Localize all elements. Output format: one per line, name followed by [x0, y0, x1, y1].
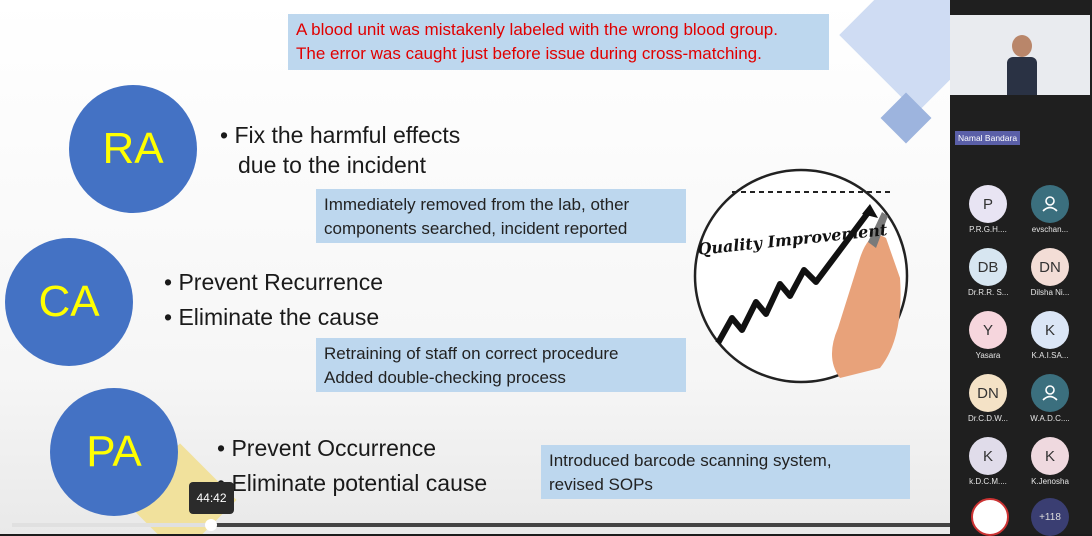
participant-tile[interactable]: Y Yasara	[968, 311, 1008, 360]
participant-avatar: P	[969, 185, 1007, 223]
participant-tile[interactable]: K K.A.I.SA...	[1030, 311, 1070, 360]
quality-improvement-illustration	[693, 168, 909, 384]
ra-bullets: • Fix the harmful effects due to the inc…	[220, 121, 460, 181]
participant-name: K.Jenosha	[1031, 477, 1069, 486]
participant-name: Yasara	[975, 351, 1001, 360]
participant-avatar: Y	[969, 311, 1007, 349]
incident-alert-box: A blood unit was mistakenly labeled with…	[288, 14, 829, 70]
alert-line-2: The error was caught just before issue d…	[296, 43, 762, 63]
participant-tile[interactable]: K K.Jenosha	[1030, 437, 1070, 486]
participant-name: K.A.I.SA...	[1031, 351, 1069, 360]
participant-tile[interactable]: DB Dr.R.R. S...	[968, 248, 1008, 297]
ra-action-box: Immediately removed from the lab, other …	[316, 189, 686, 243]
participant-name: Dilsha Ni...	[1030, 288, 1070, 297]
person-icon	[1031, 374, 1069, 412]
ra-bullet-1: • Fix the harmful effects	[220, 122, 461, 148]
ca-action-line-2: Added double-checking process	[324, 367, 566, 387]
pa-action-line-2: revised SOPs	[549, 474, 653, 494]
speaker-video[interactable]	[950, 15, 1090, 95]
participants-panel: Namal Bandara P P.R.G.H.... evschan... DB Dr…	[950, 0, 1092, 536]
participant-avatar: DN	[969, 374, 1007, 412]
participant-logo	[971, 498, 1009, 536]
ra-action-line-1: Immediately removed from the lab, other	[324, 195, 630, 214]
ca-label: CA	[38, 277, 100, 326]
pa-action-box: Introduced barcode scanning system, revi…	[541, 445, 910, 499]
presentation-slide: A blood unit was mistakenly labeled with…	[0, 0, 950, 534]
alert-line-1: A blood unit was mistakenly labeled with…	[296, 20, 778, 39]
participant-tile[interactable]: DN Dilsha Ni...	[1030, 248, 1070, 297]
participant-avatar: DB	[969, 248, 1007, 286]
speaker-figure	[1007, 35, 1037, 95]
ca-action-line-1: Retraining of staff on correct procedure	[324, 344, 619, 363]
participant-tile[interactable]: P P.R.G.H....	[968, 185, 1008, 234]
ca-bullet-1: • Prevent Recurrence	[164, 269, 383, 295]
timestamp-tooltip: 44:42	[189, 482, 234, 514]
participant-avatar: DN	[1031, 248, 1069, 286]
ra-circle: RA	[69, 85, 197, 213]
participant-name: P.R.G.H....	[969, 225, 1007, 234]
ca-bullet-2: • Eliminate the cause	[164, 303, 380, 330]
participant-tile[interactable]: DN Dr.C.D.W...	[968, 374, 1008, 423]
speaker-name-tag: Namal Bandara	[955, 131, 1021, 145]
pa-bullets: • Prevent Occurrence • Eliminate potenti…	[217, 431, 487, 500]
participant-name: Dr.C.D.W...	[968, 414, 1008, 423]
ra-label: RA	[102, 124, 164, 173]
participant-name: Dr.R.R. S...	[968, 288, 1008, 297]
pa-label: PA	[86, 427, 142, 476]
participant-avatar: K	[969, 437, 1007, 475]
participant-tile[interactable]: evschan...	[1030, 185, 1070, 234]
ca-bullets: • Prevent Recurrence • Eliminate the cau…	[164, 265, 383, 334]
deco-diamond-large	[839, 0, 950, 113]
ca-action-box: Retraining of staff on correct procedure…	[316, 338, 686, 392]
video-progress-bar[interactable]	[12, 523, 950, 527]
person-icon	[1031, 185, 1069, 223]
participant-avatar: K	[1031, 437, 1069, 475]
participant-name: W.A.D.C....	[1030, 414, 1070, 423]
progress-fill	[12, 523, 209, 527]
pa-bullet-2: • Eliminate potential cause	[217, 469, 488, 496]
ra-bullet-1-cont: due to the incident	[238, 151, 426, 178]
participant-avatar: K	[1031, 311, 1069, 349]
pa-circle: PA	[50, 388, 178, 516]
ca-circle: CA	[5, 238, 133, 366]
progress-scrub-handle[interactable]	[205, 519, 217, 531]
participant-name: k.D.C.M....	[969, 477, 1007, 486]
pa-bullet-1: • Prevent Occurrence	[217, 435, 436, 461]
pa-action-line-1: Introduced barcode scanning system,	[549, 451, 832, 470]
participant-name: evschan...	[1031, 225, 1069, 234]
ra-action-line-2: components searched, incident reported	[324, 218, 628, 238]
participant-tile[interactable]: W.A.D.C....	[1030, 374, 1070, 423]
more-participants-badge[interactable]: +118	[1031, 498, 1069, 536]
